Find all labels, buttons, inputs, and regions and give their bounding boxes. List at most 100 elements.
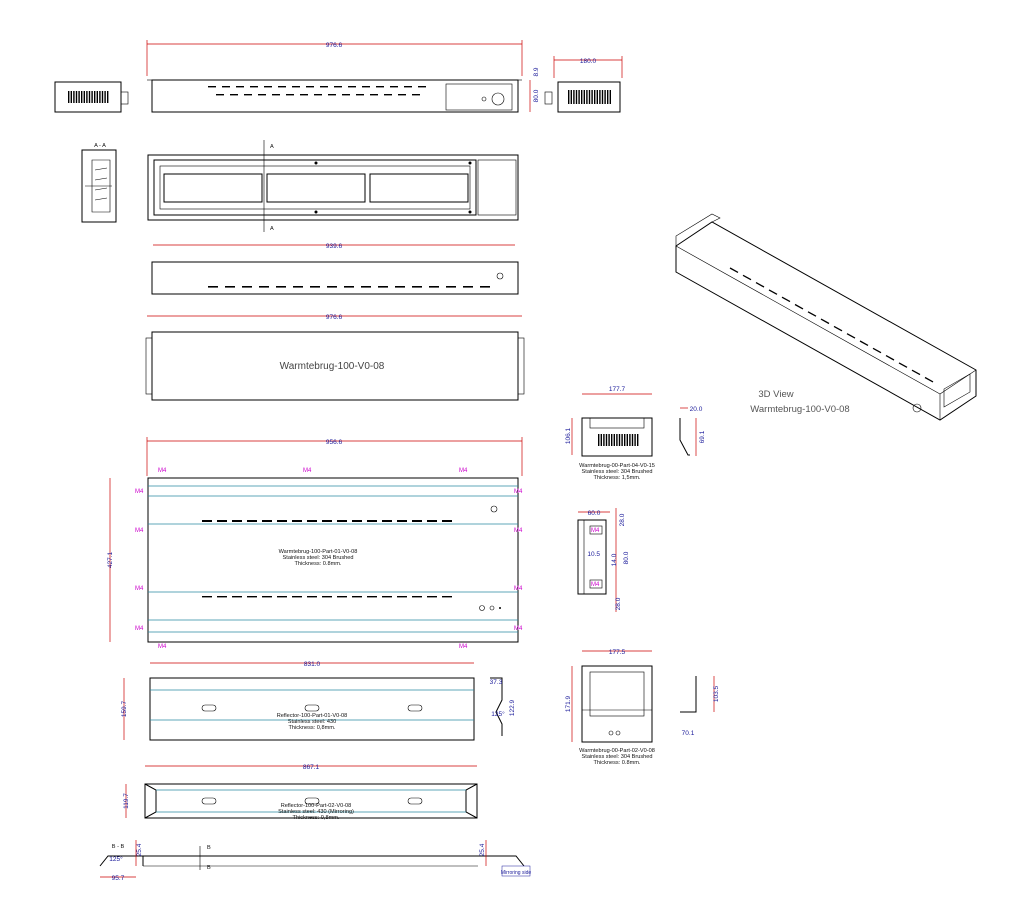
vent-slot — [370, 94, 378, 96]
grill-bar — [578, 90, 580, 104]
dim-inner-length: 939.6 — [326, 243, 343, 250]
m4-hole-label: M4 — [135, 586, 144, 592]
vent-slot — [362, 86, 370, 88]
vent-slot — [412, 520, 422, 522]
section-b-cut-bottom: B — [207, 865, 211, 871]
vent-slot — [397, 520, 407, 522]
dim-section-b-right: 25.4 — [479, 843, 486, 856]
dim-reflector01-angle: 125° — [491, 710, 505, 718]
bracket-part: 60.0 M4 M4 28.0 10.5 14.0 80.0 28.0 — [577, 508, 630, 612]
grill-bar — [599, 90, 601, 104]
reflector01-name: Reflector-100-Part-01-V0-08 — [277, 713, 348, 719]
vent-slot — [442, 596, 452, 598]
vent-slot — [382, 596, 392, 598]
vent-slot — [337, 596, 347, 598]
part04-name: Warmtebrug-00-Part-04-V0-15 — [579, 463, 655, 469]
grill-bar — [604, 90, 606, 104]
grill-bar — [575, 90, 578, 104]
vent-slot — [250, 86, 258, 88]
part02-thickness: Thickness: 0.8mm. — [594, 760, 641, 766]
m4-hole-label: M4 — [135, 489, 144, 495]
grill-bar — [91, 91, 93, 103]
vent-slot — [382, 520, 392, 522]
vent-grill — [68, 91, 109, 103]
reflector-02: 867.1 119.7 Reflector-100-Part-02-V0-08 … — [123, 764, 478, 821]
vent-slot — [278, 86, 286, 88]
vent-slot — [314, 94, 322, 96]
grill-bar — [86, 91, 88, 103]
vent-slot — [258, 94, 266, 96]
vent-slot — [446, 286, 456, 288]
dim-bracket-width: 60.0 — [588, 510, 601, 517]
vent-slot — [217, 596, 227, 598]
vent-slot — [247, 596, 257, 598]
top-view: A A — [147, 140, 519, 232]
m4-hole-label: M4 — [514, 528, 523, 534]
vent-grill — [568, 90, 611, 104]
vent-slot — [307, 520, 317, 522]
grill-bar — [611, 434, 613, 446]
part01-name: Warmtebrug-100-Part-01-V0-08 — [279, 549, 358, 555]
grill-bar — [629, 434, 631, 446]
vent-slot — [259, 286, 269, 288]
reflector02-thickness: Thickness: 0,8mm. — [293, 815, 340, 821]
vent-slot — [232, 520, 242, 522]
grill-bar — [99, 91, 101, 103]
vent-slots — [208, 286, 490, 288]
dim-reflector01-profile-top: 37.3 — [490, 679, 503, 686]
dim-reflector01-height: 159.7 — [121, 700, 128, 717]
dim-reflector01-profile-height: 122.9 — [509, 699, 516, 716]
vent-slot — [807, 311, 817, 317]
grill-bar — [570, 90, 572, 104]
grill-bar — [75, 91, 78, 103]
grill-bar — [591, 90, 593, 104]
vent-slot — [292, 86, 300, 88]
vent-slot — [427, 596, 437, 598]
grill-bar — [600, 434, 602, 446]
grill-bar — [588, 90, 591, 104]
grill-bar — [603, 434, 605, 446]
vent-slot — [398, 94, 406, 96]
grill-bar — [81, 91, 83, 103]
m4-hole-label: M4 — [135, 528, 144, 534]
part-01-flat-pattern: 956.6 427.1 Warmtebrug-100-Part-01-V0-08… — [107, 437, 523, 650]
dim-front-offset: 8.9 — [533, 67, 540, 76]
vent-slot — [924, 376, 934, 383]
vent-slot — [395, 286, 405, 288]
vent-slot — [262, 520, 272, 522]
vent-slot — [208, 86, 216, 88]
part01-thickness: Thickness: 0.8mm. — [295, 561, 342, 567]
vent-slot — [236, 86, 244, 88]
grill-bar — [596, 90, 598, 104]
dim-bracket-height: 80.0 — [623, 551, 630, 564]
view3d-name: Warmtebrug-100-V0-08 — [750, 404, 849, 415]
dim-bottom-length: 976.6 — [326, 314, 343, 321]
m4-hole-label: M4 — [158, 644, 167, 650]
front-view: 976.6 80.0 8.9 — [146, 40, 540, 113]
vent-slot — [794, 303, 804, 310]
part04-thickness: Thickness: 1,5mm. — [594, 475, 641, 481]
vent-slot — [367, 596, 377, 598]
reflector-01: 831.0 159.7 Reflector-100-Part-01-V0-08 … — [121, 661, 516, 741]
vent-slot — [202, 596, 212, 598]
m4-hole-label: M4 — [459, 468, 468, 474]
section-cut-top: A — [270, 144, 274, 150]
reflector01-thickness: Thickness: 0,8mm. — [289, 725, 336, 731]
m4-hole-label: M4 — [135, 626, 144, 632]
grill-bar — [101, 91, 104, 103]
grill-bar — [624, 434, 626, 446]
vent-slot — [202, 520, 212, 522]
grill-bar — [616, 434, 618, 446]
vent-slot — [344, 286, 354, 288]
vent-slot — [342, 94, 350, 96]
dim-bracket-mid2: 14.0 — [611, 553, 618, 566]
grill-bar — [94, 91, 96, 103]
section-b-b: B - B B B 125° 25.4 25.4 95.7 Mirroring … — [99, 840, 531, 882]
grill-bar — [594, 90, 596, 104]
grill-bar — [608, 434, 610, 446]
vent-slot — [397, 596, 407, 598]
vent-slot — [833, 325, 843, 332]
grill-bar — [605, 434, 608, 446]
vent-slot — [348, 86, 356, 88]
